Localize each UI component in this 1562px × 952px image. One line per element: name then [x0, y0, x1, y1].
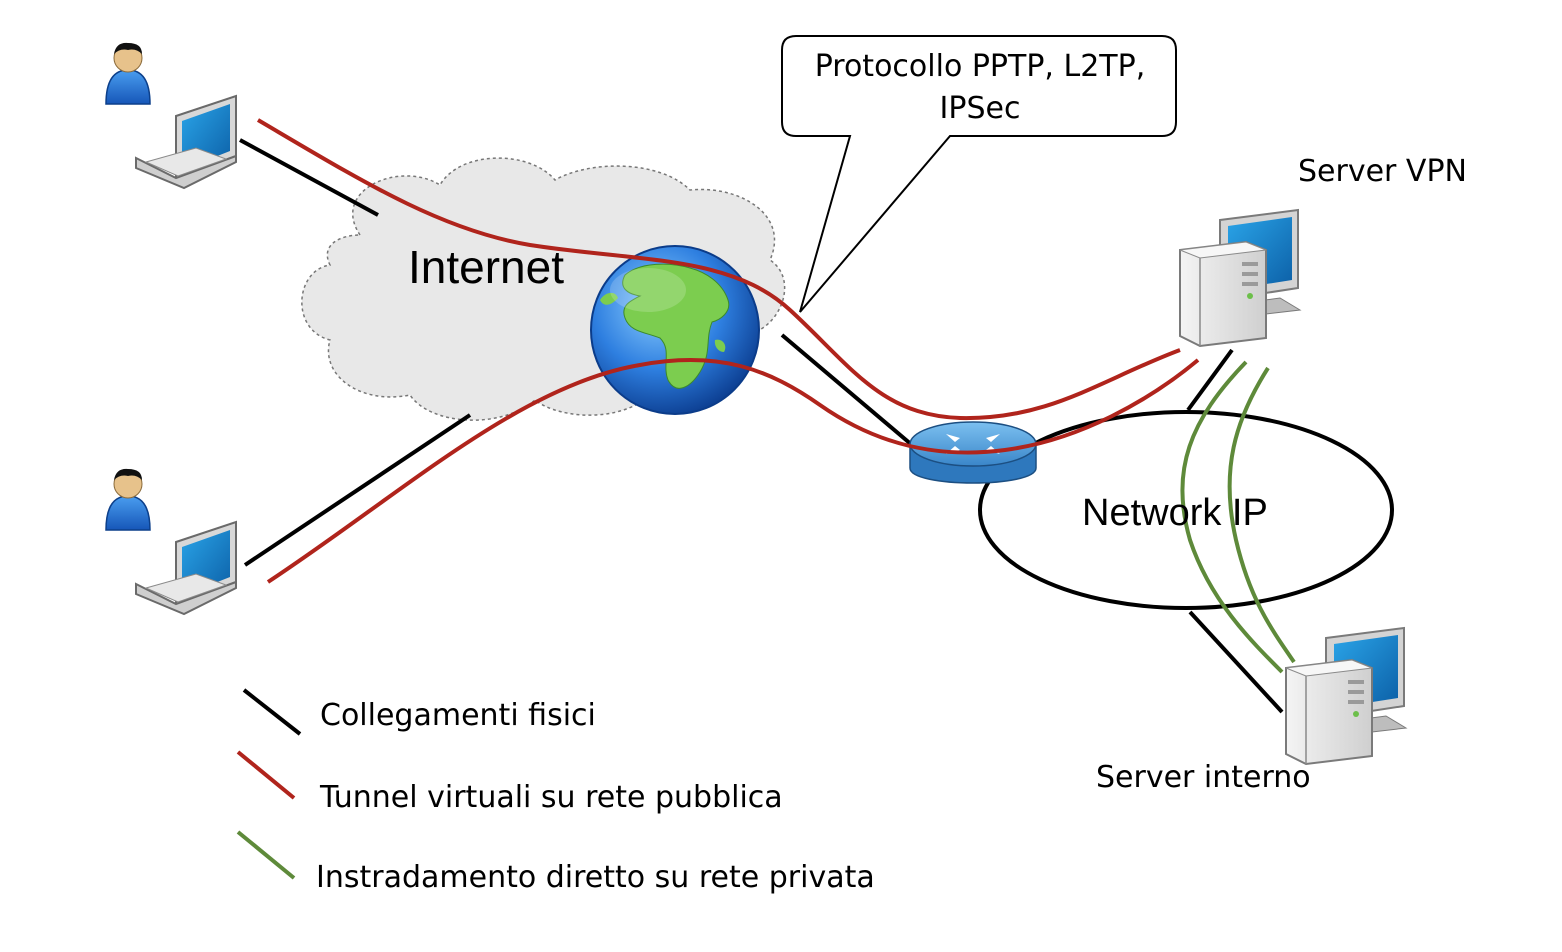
legend-swatches	[236, 688, 302, 880]
physical-links	[239, 138, 1284, 714]
callout-line-1: Protocollo PPTP, L2TP,	[814, 49, 1146, 84]
desktop-server-icon	[1285, 627, 1407, 765]
router-icon	[909, 421, 1037, 484]
private-links	[1180, 360, 1296, 674]
network-ip-ellipse	[978, 410, 1394, 610]
legend-tunnel-label: Tunnel virtuali su rete pubblica	[320, 780, 783, 815]
callout-text: Protocollo PPTP, L2TP, IPSec	[790, 46, 1170, 130]
legend-physical-label: Collegamenti fisici	[320, 698, 596, 733]
user-icon	[105, 42, 151, 105]
protocol-callout	[781, 35, 1177, 313]
laptop-icon	[135, 521, 237, 615]
network-ip-label: Network IP	[1082, 492, 1268, 534]
server-interno-label: Server interno	[1096, 760, 1311, 795]
desktop-server-icon	[1179, 209, 1301, 347]
globe-icon	[590, 245, 760, 415]
callout-line-2: IPSec	[939, 91, 1021, 126]
legend-private-label: Instradamento diretto su rete privata	[316, 860, 875, 895]
laptop-icon	[135, 95, 237, 189]
tunnel-links	[256, 118, 1200, 584]
user-icon	[105, 468, 151, 531]
internet-label: Internet	[408, 241, 564, 293]
server-vpn-label: Server VPN	[1298, 154, 1467, 189]
